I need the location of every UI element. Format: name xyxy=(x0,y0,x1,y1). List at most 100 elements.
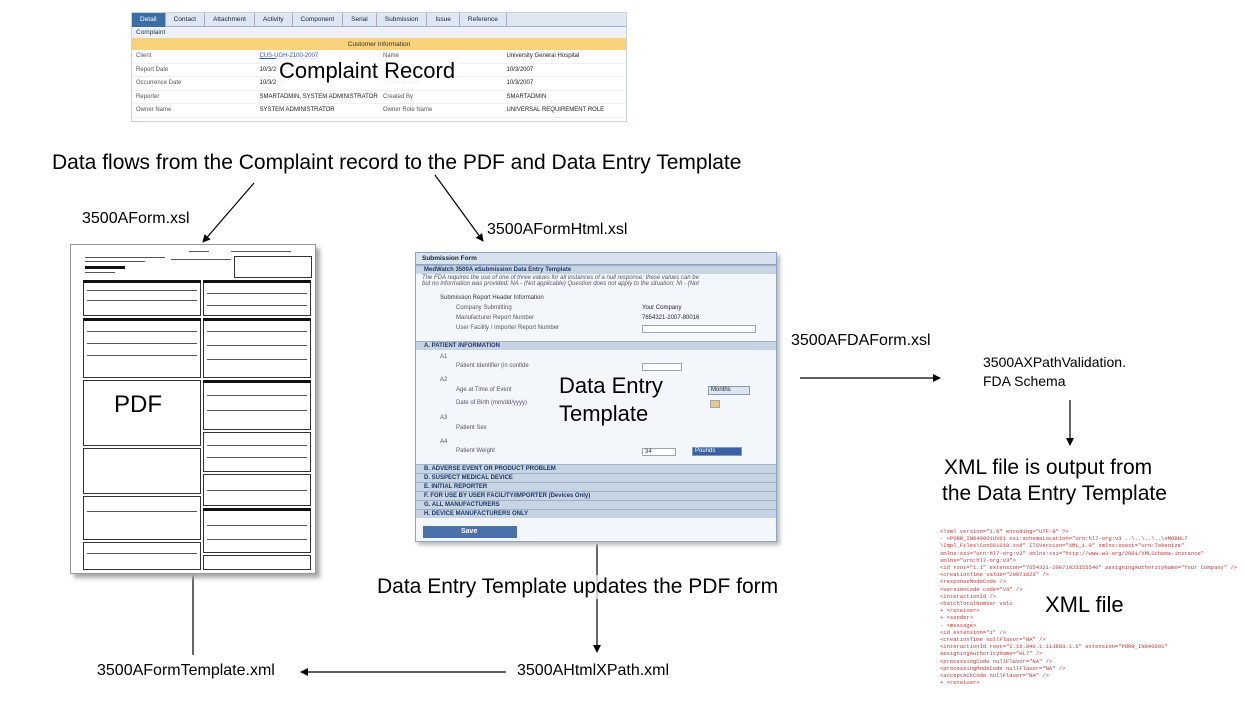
field-label: Client xyxy=(136,53,152,60)
arrow-to-pdf xyxy=(202,182,255,243)
xml-line: xmlns="urn:hl7-org:v3"> xyxy=(940,556,1016,564)
fda-form-xsl-label: 3500AFDAForm.xsl xyxy=(791,332,931,349)
a4-label: A4 xyxy=(440,439,448,445)
xml-line: <processingModeCode nullFlavor="NA" /> xyxy=(940,664,1066,672)
tab-attachment[interactable]: Attachment xyxy=(205,13,255,27)
field-value: UNIVERSAL REQUIREMENT ROLE xyxy=(506,107,605,114)
field-label: Name xyxy=(383,53,400,60)
save-button[interactable]: Save xyxy=(423,526,517,538)
pdf-form-thumbnail xyxy=(70,244,316,574)
data-entry-label-1: Data Entry xyxy=(559,373,663,398)
complaint-subheader: Complaint xyxy=(132,27,626,38)
null-values-note: The FDA requires the use of one of three… xyxy=(422,275,699,281)
xml-line: assigningAuthorityName="HL7" /> xyxy=(940,650,1043,658)
tab-detail[interactable]: Detail xyxy=(132,13,166,27)
calendar-icon[interactable] xyxy=(710,400,720,408)
xml-line: xmlns:xsi="urn:hl7-org:v3" xmlns:xsi="ht… xyxy=(940,549,1205,557)
arrow-to-data-entry xyxy=(434,174,484,242)
xml-line: + <receiver> xyxy=(940,607,980,615)
html-xpath-label: 3500AHtmlXPath.xml xyxy=(517,662,670,679)
field-label: Owner Name xyxy=(136,107,172,114)
patient-id-input[interactable] xyxy=(642,363,682,371)
xml-line: <versionCode code="V3" /> xyxy=(940,585,1023,593)
complaint-record-title: Complaint Record xyxy=(276,58,459,84)
xml-line: - <message> xyxy=(940,621,977,629)
field-label: Owner Role Name xyxy=(383,107,433,114)
patient-sex-label: Patient Sex xyxy=(456,425,487,431)
xml-line: <interactionId /> xyxy=(940,592,997,600)
patient-weight-input[interactable]: 34 xyxy=(642,448,676,456)
complaint-tabs: Detail Contact Attachment Activity Compo… xyxy=(132,13,626,27)
complaint-row: Owner Name SYSTEM ADMINISTRATOR Owner Ro… xyxy=(132,104,626,118)
section-patient-info[interactable]: A. PATIENT INFORMATION xyxy=(416,341,776,350)
xml-line: <responseModeCode /> xyxy=(940,578,1007,586)
field-value: 10/3/2007 xyxy=(259,66,287,73)
section-f[interactable]: F. FOR USE BY USER FACILITY/IMPORTER (De… xyxy=(416,491,776,500)
tab-contact[interactable]: Contact xyxy=(166,13,206,27)
section-e[interactable]: E. INITIAL REPORTER xyxy=(416,482,776,491)
xml-output-label-2: the Data Entry Template xyxy=(942,482,1167,505)
weight-unit-select[interactable]: Pounds xyxy=(692,447,742,456)
xml-file-preview: <?xml version="1.0" encoding="UTF-8" ?> … xyxy=(940,528,1238,713)
null-values-note-2: but no information was provided; NA - (N… xyxy=(422,281,699,287)
facility-report-label: User Facility / Importer Report Number xyxy=(456,325,560,331)
mfr-report-value: 7654321-2007-80016 xyxy=(642,315,700,321)
a1-label: A1 xyxy=(440,354,448,360)
xml-line: <id root="1.1" extension="7654321-200710… xyxy=(940,564,1238,572)
form-xsl-label: 3500AForm.xsl xyxy=(82,210,190,227)
field-label: Reporter xyxy=(136,93,160,100)
xml-line: <id extension="1" /> xyxy=(940,628,1007,636)
form-template-label: 3500AFormTemplate.xml xyxy=(97,662,275,679)
company-value: Your Company xyxy=(642,305,682,311)
field-value: 10/3/2007 xyxy=(506,80,534,87)
xml-file-label: XML file xyxy=(1045,592,1124,618)
field-value: 10/3/2007 xyxy=(259,80,287,87)
tab-reference[interactable]: Reference xyxy=(460,13,507,27)
section-d[interactable]: D. SUSPECT MEDICAL DEVICE xyxy=(416,473,776,482)
xml-line: \Impl_Files\ConS61019.xsd" ITSVersion="X… xyxy=(940,542,1185,550)
field-label: Report Date xyxy=(136,66,169,73)
tab-issue[interactable]: Issue xyxy=(427,13,460,27)
company-label: Company Submitting xyxy=(456,305,512,311)
patient-id-label: Patient Identifier (in confide xyxy=(456,363,529,369)
xml-line: + <receiver> xyxy=(940,679,980,687)
field-value: SMARTADMIN, SYSTEM ADMINISTRATOR xyxy=(259,93,378,100)
field-value: SYSTEM ADMINISTRATOR xyxy=(259,107,335,114)
section-g[interactable]: G. ALL MANUFACTURERS xyxy=(416,500,776,509)
xml-line: <creationTime value="20071023" /> xyxy=(940,571,1049,579)
updates-pdf-caption: Data Entry Template updates the PDF form xyxy=(377,575,779,599)
customer-info-band: Customer Information xyxy=(132,38,626,50)
mfr-report-label: Manufacturer Report Number xyxy=(456,315,535,321)
pdf-label: PDF xyxy=(114,391,162,418)
section-b[interactable]: B. ADVERSE EVENT OR PRODUCT PROBLEM xyxy=(416,464,776,473)
top-caption: Data flows from the Complaint record to … xyxy=(52,151,742,174)
a3-label: A3 xyxy=(440,415,448,421)
submission-form-title: Submission Form xyxy=(416,253,776,265)
tab-submission[interactable]: Submission xyxy=(377,13,428,27)
xml-line: - <PORR_IN040001UV01 xsi:schemaLocation=… xyxy=(940,535,1188,543)
tab-serial[interactable]: Serial xyxy=(343,13,377,27)
a2-label: A2 xyxy=(440,377,448,383)
tab-component[interactable]: Component xyxy=(293,13,344,27)
age-label: Age at Time of Event xyxy=(456,387,512,393)
data-entry-label-2: Template xyxy=(559,401,649,426)
xml-line: <interactionId root="2.16.840.1.113883.1… xyxy=(940,643,1168,651)
form-html-xsl-label: 3500AFormHtml.xsl xyxy=(487,221,628,238)
dob-label: Date of Birth (mm/dd/yyyy) xyxy=(456,400,528,406)
xpath-validation-label-2: FDA Schema xyxy=(983,373,1066,389)
xml-output-label-1: XML file is output from xyxy=(944,456,1153,479)
field-label: Occurrence Date xyxy=(136,80,182,87)
field-value: SMARTADMIN xyxy=(506,93,547,100)
section-h[interactable]: H. DEVICE MANUFACTURERS ONLY xyxy=(416,509,776,518)
sub-header-label: Submission Report Header Information xyxy=(440,295,544,301)
xpath-validation-label-1: 3500AXPathValidation. xyxy=(983,354,1126,370)
field-value: 10/3/2007 xyxy=(506,66,534,73)
xml-line: <acceptAckCode nullFlavor="NA" /> xyxy=(940,672,1049,680)
age-unit-select[interactable]: Months xyxy=(708,386,750,395)
client-link[interactable]: CUS-UGH-2100-2007 xyxy=(259,53,319,60)
header-section[interactable]: MedWatch 3500A eSubmission Data Entry Te… xyxy=(416,265,776,274)
complaint-row: Reporter SMARTADMIN, SYSTEM ADMINISTRATO… xyxy=(132,91,626,104)
xml-line: + <sender> xyxy=(940,614,974,622)
tab-activity[interactable]: Activity xyxy=(255,13,293,27)
facility-report-input[interactable] xyxy=(642,325,756,333)
